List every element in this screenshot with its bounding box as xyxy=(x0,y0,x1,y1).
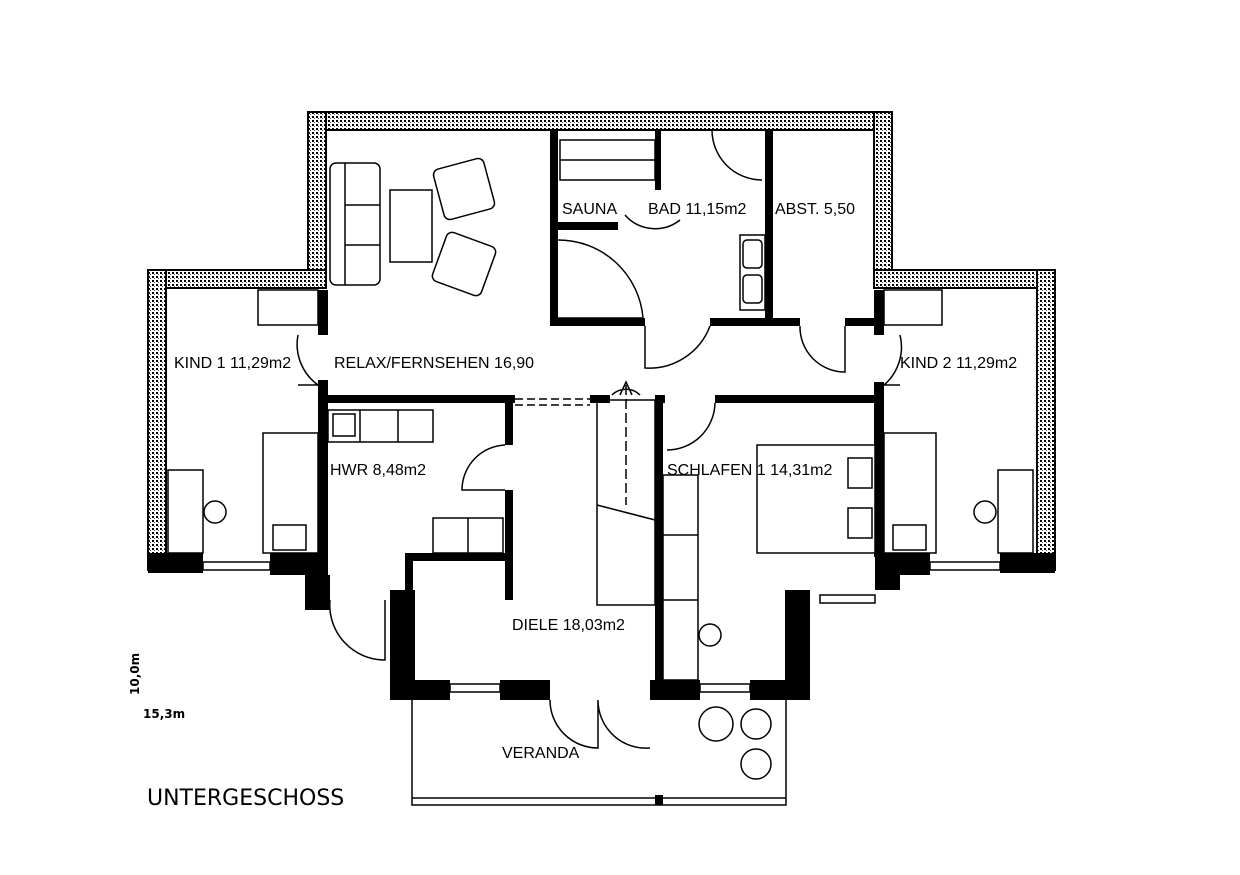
dimension-width: 15,3m xyxy=(143,707,185,721)
room-label-schlafen: SCHLAFEN 1 14,31m2 xyxy=(667,462,833,479)
room-labels: KIND 1 11,29m2 RELAX/FERNSEHEN 16,90 SAU… xyxy=(174,201,1017,762)
outer-walls xyxy=(147,111,1056,571)
dimension-depth: 10,0m xyxy=(128,653,142,695)
furniture xyxy=(167,157,1034,780)
room-label-abst: ABST. 5,50 xyxy=(775,201,855,218)
floor-title: UNTERGESCHOSS xyxy=(147,786,344,811)
room-label-kind2: KIND 2 11,29m2 xyxy=(900,355,1017,372)
room-label-relax: RELAX/FERNSEHEN 16,90 xyxy=(334,355,534,372)
room-label-sauna: SAUNA xyxy=(562,201,617,218)
staircase xyxy=(559,139,656,606)
room-label-veranda: VERANDA xyxy=(502,745,580,762)
room-label-diele: DIELE 18,03m2 xyxy=(512,617,625,634)
veranda xyxy=(411,700,787,806)
doors xyxy=(296,129,903,749)
walls xyxy=(148,130,1055,700)
room-label-kind1: KIND 1 11,29m2 xyxy=(174,355,291,372)
room-label-hwr: HWR 8,48m2 xyxy=(330,462,426,479)
room-label-bad: BAD 11,15m2 xyxy=(648,201,747,218)
windows xyxy=(202,398,1001,693)
